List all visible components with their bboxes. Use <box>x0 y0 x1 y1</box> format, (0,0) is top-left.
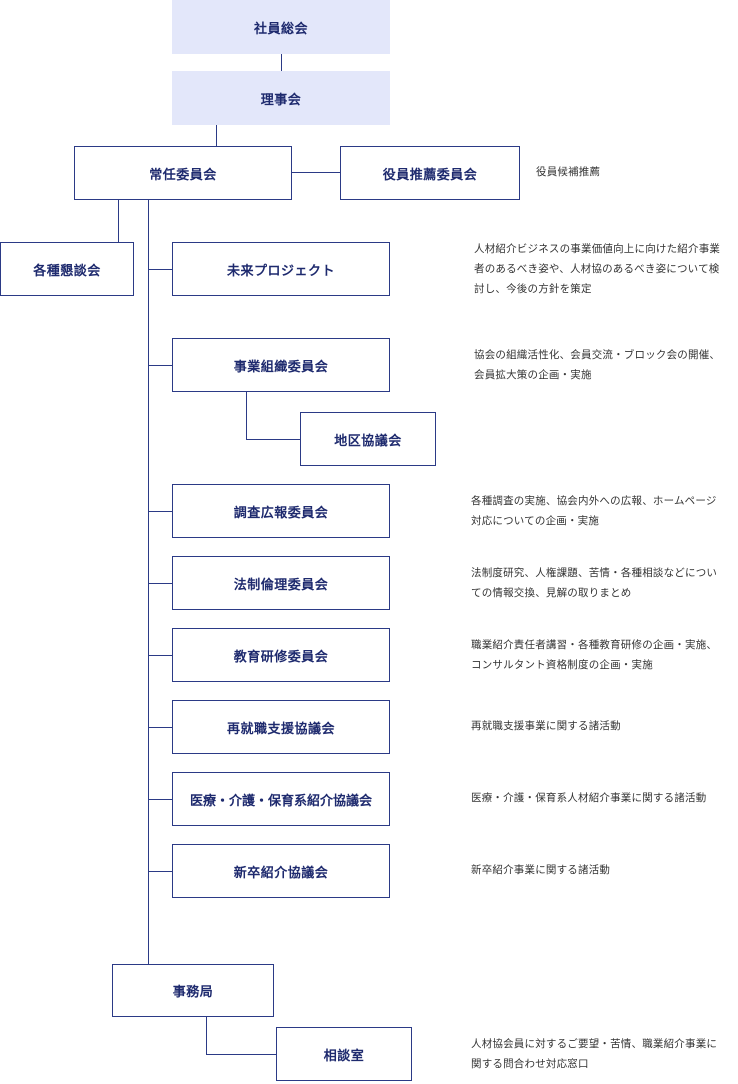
node-future-project: 未来プロジェクト <box>172 242 390 296</box>
node-education: 教育研修委員会 <box>172 628 390 682</box>
connector-line <box>148 269 172 270</box>
desc-medical-care: 医療・介護・保育系人材紹介事業に関する諸活動 <box>471 792 707 804</box>
desc-education: 職業紹介責任者講習・各種教育研修の企画・実施、 コンサルタント資格制度の企画・実… <box>471 639 718 671</box>
desc-new-grad: 新卒紹介事業に関する諸活動 <box>471 864 611 876</box>
node-new-grad: 新卒紹介協議会 <box>172 844 390 898</box>
node-district-council: 地区協議会 <box>300 412 436 466</box>
node-reemployment: 再就職支援協議会 <box>172 700 390 754</box>
desc-consultation: 人材協会員に対するご要望・苦情、職業紹介事業に 関する問合わせ対応窓口 <box>471 1038 718 1070</box>
node-standing-committee: 常任委員会 <box>74 146 292 200</box>
node-business-org: 事業組織委員会 <box>172 338 390 392</box>
node-consultation: 相談室 <box>276 1027 412 1081</box>
connector-line <box>118 199 119 242</box>
node-nomination-committee: 役員推薦委員会 <box>340 146 520 200</box>
connector-line <box>246 392 247 439</box>
connector-line <box>148 365 172 366</box>
connector-line <box>206 1017 207 1054</box>
node-board: 理事会 <box>172 71 390 125</box>
node-general-meeting: 社員総会 <box>172 0 390 54</box>
connector-line <box>292 172 340 173</box>
node-research-pr: 調査広報委員会 <box>172 484 390 538</box>
node-law-ethics: 法制倫理委員会 <box>172 556 390 610</box>
desc-nomination-committee: 役員候補推薦 <box>536 166 601 178</box>
connector-line <box>148 511 172 512</box>
desc-future-project: 人材紹介ビジネスの事業価値向上に向けた紹介事業 者のあるべき姿や、人材協のあるべ… <box>474 243 721 295</box>
connector-line <box>148 655 172 656</box>
connector-line <box>148 583 172 584</box>
connector-line <box>216 125 217 146</box>
node-secretariat: 事務局 <box>112 964 274 1017</box>
connector-line <box>206 1054 276 1055</box>
node-round-tables: 各種懇談会 <box>0 242 134 296</box>
desc-law-ethics: 法制度研究、人権課題、苦情・各種相談などについ ての情報交換、見解の取りまとめ <box>471 567 718 599</box>
desc-reemployment: 再就職支援事業に関する諸活動 <box>471 720 621 732</box>
desc-business-org: 協会の組織活性化、会員交流・ブロック会の開催、 会員拡大策の企画・実施 <box>474 349 721 381</box>
connector-line <box>148 199 149 965</box>
connector-line <box>148 727 172 728</box>
connector-line <box>148 799 172 800</box>
connector-line <box>148 871 172 872</box>
connector-line <box>246 439 300 440</box>
node-medical-care: 医療・介護・保育系紹介協議会 <box>172 772 390 826</box>
desc-research-pr: 各種調査の実施、協会内外への広報、ホームページ 対応についての企画・実施 <box>471 495 717 527</box>
connector-line <box>281 54 282 71</box>
